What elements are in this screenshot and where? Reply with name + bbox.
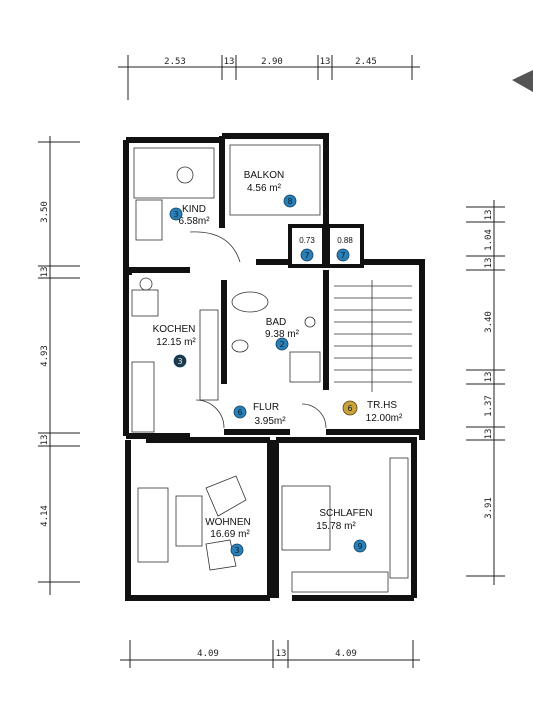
dim-left-4: 13 [40, 435, 50, 446]
dim-left-1: 3.50 [40, 201, 50, 223]
left-dimension-line: 3.50 13 4.93 13 4.14 [38, 136, 80, 595]
top-dimension-line: 2.53 13 2.90 13 2.45 [118, 55, 420, 100]
svg-text:3: 3 [177, 357, 182, 366]
svg-text:8: 8 [287, 197, 292, 206]
dim-left-5: 4.14 [40, 505, 50, 527]
room-name-flur: FLUR [253, 402, 279, 413]
bottom-dimension-line: 4.09 13 4.09 [120, 640, 420, 668]
dim-top-1: 2.53 [164, 57, 186, 67]
dim-bottom-2: 13 [276, 649, 287, 659]
svg-text:6: 6 [237, 408, 242, 417]
dim-right-1: 13 [484, 210, 494, 221]
svg-text:3: 3 [173, 210, 178, 219]
marker-small-left: 7 [300, 248, 314, 262]
stairs [334, 280, 412, 392]
room-area-kochen: 12.15 m² [156, 337, 196, 348]
room-markers: 3 8 3 2 6 6 3 9 [169, 194, 367, 557]
room-area-bad: 9.38 m² [265, 329, 300, 340]
dim-right-2: 1.04 [484, 229, 494, 251]
dim-top-2: 13 [224, 57, 235, 67]
room-area-balkon: 4.56 m² [247, 183, 282, 194]
room-name-wohnen: WOHNEN [205, 517, 251, 528]
marker-schlafen: 9 [353, 539, 367, 553]
svg-text:2: 2 [279, 340, 284, 349]
room-area-wohnen: 16.69 m² [210, 529, 250, 540]
dim-right-7: 13 [484, 429, 494, 440]
marker-trhs: 6 [342, 400, 358, 416]
room-name-kind: KIND [182, 204, 206, 215]
dim-top-3: 2.90 [261, 57, 283, 67]
room-name-bad: BAD [266, 317, 287, 328]
dim-bottom-1: 4.09 [197, 649, 219, 659]
dim-top-4: 13 [320, 57, 331, 67]
room-area-kind: 6.58m² [178, 216, 210, 227]
room-area-small-left: 0.73 [299, 236, 315, 245]
room-name-schlafen: SCHLAFEN [319, 508, 372, 519]
north-arrow-icon [512, 70, 533, 92]
room-area-schlafen: 15.78 m² [316, 521, 356, 532]
dim-right-6: 1.37 [484, 395, 494, 417]
dim-right-3: 13 [484, 258, 494, 269]
dim-right-5: 13 [484, 372, 494, 383]
room-name-kochen: KOCHEN [153, 324, 196, 335]
dim-left-3: 4.93 [40, 345, 50, 367]
marker-balkon: 8 [283, 194, 297, 208]
svg-text:7: 7 [304, 251, 309, 260]
marker-flur: 6 [233, 405, 247, 419]
marker-kochen: 3 [173, 354, 187, 368]
dim-bottom-3: 4.09 [335, 649, 357, 659]
marker-kind: 3 [169, 207, 183, 221]
room-area-flur: 3.95m² [254, 416, 286, 427]
svg-text:9: 9 [357, 542, 362, 551]
dim-right-4: 3.40 [484, 311, 494, 333]
svg-text:7: 7 [340, 251, 345, 260]
right-dimension-line: 13 1.04 13 3.40 13 1.37 13 3.91 [466, 200, 505, 585]
room-labels: BALKON 4.56 m² KIND 6.58m² KOCHEN 12.15 … [153, 170, 403, 540]
room-area-small-right: 0.88 [337, 236, 353, 245]
marker-small-right: 7 [336, 248, 350, 262]
dim-left-2: 13 [40, 267, 50, 278]
svg-text:6: 6 [347, 404, 352, 413]
walls [123, 133, 425, 601]
room-name-balkon: BALKON [244, 170, 285, 181]
marker-bad: 2 [275, 337, 289, 351]
room-name-trhs: TR.HS [367, 400, 397, 411]
svg-text:3: 3 [234, 546, 239, 555]
marker-wohnen: 3 [230, 543, 244, 557]
dim-right-8: 3.91 [484, 497, 494, 519]
furniture [131, 144, 412, 593]
room-area-trhs: 12.00m² [366, 413, 403, 424]
dim-top-5: 2.45 [355, 57, 377, 67]
